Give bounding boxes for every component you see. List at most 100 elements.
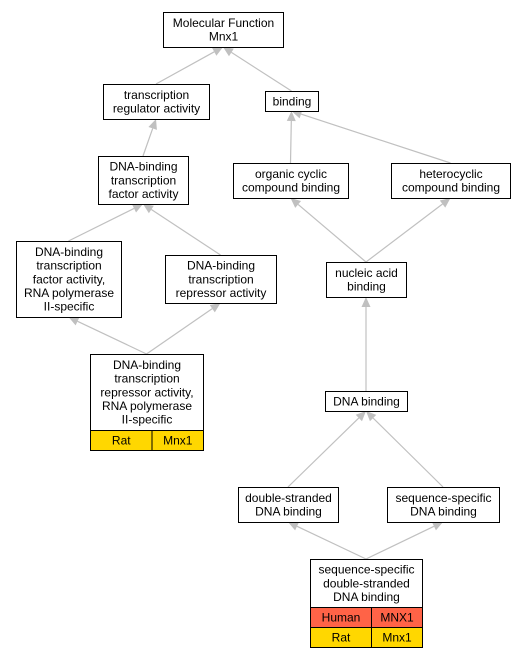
edge-ssdsdb-to-dsdb [296,525,367,560]
node-label-line: Molecular Function [173,16,274,30]
edge-binding-to-mf [231,51,292,92]
node-box [326,262,407,298]
node-label-line: compound binding [242,181,340,195]
node-label-line: transcription [114,372,179,386]
node-label-line: DNA binding [255,505,322,519]
edge-arrowhead [209,303,221,313]
node-box [103,84,210,120]
node-label-line: sequence-specific [395,491,491,505]
edge-arrowhead [212,47,223,56]
edge-dbtfa-to-tra [142,128,154,157]
edge-arrowhead [143,204,154,214]
edge-nab-to-ocb [297,204,367,263]
node-box [163,12,284,48]
species-label: Human [322,611,361,625]
node-label-line: II-specific [122,413,173,427]
node-box [90,354,204,431]
node-label-line: DNA binding [333,590,400,604]
node-label-line: nucleic acid [335,266,398,280]
node-label-line: binding [273,94,312,108]
edge-nab-to-hcb [365,203,443,263]
edge-ssdsdb-to-ssdb [365,525,435,560]
edge-ocb-to-binding [289,120,292,164]
edge-dbtra2-to-dbtra [146,308,213,355]
edge-dbtra-to-dbtfa [151,208,221,256]
node-label-line: compound binding [402,181,500,195]
edge-ssdb-to-db [372,417,444,488]
gene-label: Mnx1 [163,434,193,448]
edge-arrowhead [290,198,302,208]
node-label-line: double-stranded [323,576,410,590]
node-box [265,91,319,112]
node-label-line: factor activity [108,187,178,201]
node-label-line: transcription [36,259,101,273]
edge-hcb-to-binding [300,113,451,164]
edge-arrowhead [432,522,443,531]
gene-cell [151,430,204,451]
species-label: Rat [112,434,131,448]
node-label-line: DNA-binding [187,259,255,273]
node-box [310,559,423,608]
node-box [387,487,500,523]
node-label-line: factor activity, [33,272,105,286]
node-box [233,163,349,199]
edge-arrowhead [68,317,80,326]
go-term-node-db[interactable]: DNA binding [325,391,408,412]
nodes-layer: Molecular FunctionMnx1transcriptionregul… [16,12,511,648]
node-label-line: repressor activity, [100,385,193,399]
edge-arrowhead [366,411,377,422]
node-label-line: sequence-specific [318,563,414,577]
edge-dsdb-to-db [287,417,360,488]
edge-arrowhead [288,522,299,531]
edge-dbtfa2-to-dbtfa [68,207,135,242]
node-label-line: DNA-binding [113,358,181,372]
edge-arrowhead [148,119,157,130]
edge-arrowhead [132,204,143,213]
edge-arrowhead [361,297,371,307]
node-box [238,487,339,523]
node-box [98,156,189,205]
node-label-line: DNA-binding [35,245,103,259]
go-term-node-binding[interactable]: binding [265,91,319,112]
edge-dbtra2-to-dbtfa2 [77,320,147,355]
node-label-line: DNA binding [410,505,477,519]
node-label-line: double-stranded [245,491,332,505]
node-label-line: II-specific [44,300,95,314]
node-label-line: heterocyclic [419,167,482,181]
node-label-line: Mnx1 [209,30,239,44]
gene-label: Mnx1 [382,631,412,645]
node-label-line: repressor activity [176,286,267,300]
node-label-line: regulator activity [113,102,200,116]
gene-cell [371,627,423,648]
node-label-line: organic cyclic [255,167,327,181]
node-label-line: RNA polymerase [24,286,114,300]
node-box [391,163,511,199]
node-label-line: transcription [188,272,253,286]
edge-tra-to-mf [155,51,215,85]
node-label-line: DNA binding [333,394,400,408]
node-label-line: RNA polymerase [102,399,192,413]
edge-arrowhead [286,111,296,122]
node-label-line: transcription [111,173,176,187]
edge-arrowhead [223,47,234,57]
gene-label: MNX1 [380,611,414,625]
node-label-line: DNA-binding [109,160,177,174]
edge-arrowhead [439,198,451,208]
node-label-line: transcription [124,88,189,102]
node-box [165,255,277,304]
species-label: Rat [332,631,351,645]
edge-arrowhead [355,411,366,422]
